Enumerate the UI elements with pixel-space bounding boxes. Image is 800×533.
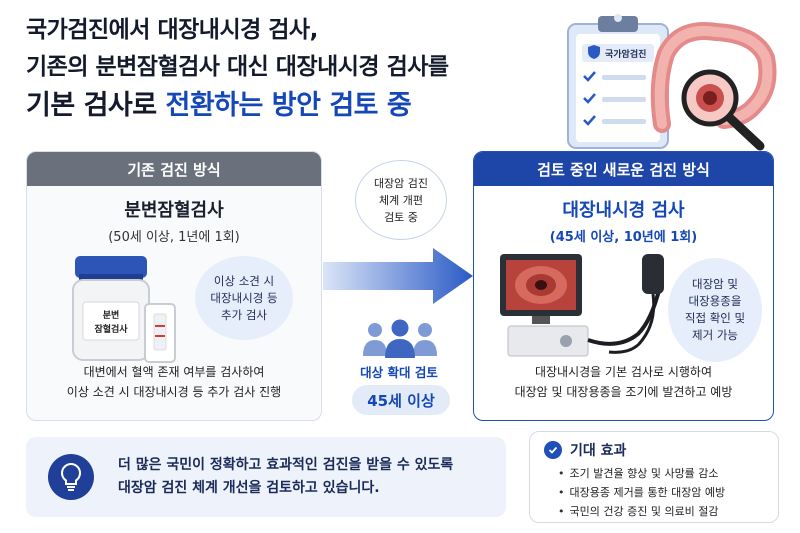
existing-method-title: 분변잠혈검사 xyxy=(124,200,224,221)
summary-text: 더 많은 국민이 정확하고 효과적인 검진을 받을 수 있도록 대장암 검진 체… xyxy=(118,454,453,500)
existing-desc-line-2: 이상 소견 시 대장내시경 등 추가 검사 진행 xyxy=(66,385,282,399)
expected-effects-list: 조기 발견율 향상 및 사망률 감소 대장용종 제거를 통한 대장암 예방 국민… xyxy=(558,464,764,521)
existing-bubble-line-1: 이상 소견 시 xyxy=(213,273,275,288)
existing-bubble-line-2: 대장내시경 등 xyxy=(210,290,278,305)
existing-desc-line-1: 대변에서 혈액 존재 여부를 검사하여 xyxy=(83,365,265,379)
title-line-2: 기존의 분변잠혈검사 대신 대장내시경 검사를 xyxy=(26,54,449,80)
title-line-1: 국가검진에서 대장내시경 검사, xyxy=(26,17,318,43)
endoscope-icon xyxy=(496,250,676,364)
people-group-icon xyxy=(357,318,443,362)
title-line-3: 기본 검사로 전환하는 방안 검토 중 xyxy=(26,86,546,126)
new-bubble-line-1: 대장암 및 xyxy=(692,277,738,291)
existing-method-description: 대변에서 혈액 존재 여부를 검사하여 이상 소견 시 대장내시경 등 추가 검… xyxy=(27,362,321,402)
list-item: 국민의 건강 증진 및 의료비 절감 xyxy=(558,502,764,521)
check-icon xyxy=(544,441,562,459)
page-title: 국가검진에서 대장내시경 검사, 기존의 분변잠혈검사 대신 대장내시경 검사를… xyxy=(26,12,546,126)
new-bubble-line-3: 직접 확인 및 xyxy=(684,311,746,325)
new-method-title: 대장내시경 검사 xyxy=(562,200,685,221)
expected-effects-box: 기대 효과 조기 발견율 향상 및 사망률 감소 대장용종 제거를 통한 대장암… xyxy=(529,431,779,523)
clipboard-label: 국가암검진 xyxy=(605,48,646,60)
new-bubble-line-2: 대장용종을 xyxy=(688,294,742,308)
clipboard-icon: 국가암검진 xyxy=(567,14,669,149)
transition-arrow-icon xyxy=(323,248,473,308)
hero-illustration: 국가암검진 xyxy=(550,6,790,156)
review-circle-line-2: 체계 개편 xyxy=(379,193,423,207)
review-circle-line-1: 대장암 검진 xyxy=(373,176,429,190)
summary-banner: 더 많은 국민이 정확하고 효과적인 검진을 받을 수 있도록 대장암 검진 체… xyxy=(26,437,506,517)
new-method-card: 검토 중인 새로운 검진 방식 대장내시경 검사 (45세 이상, 10년에 1… xyxy=(473,151,774,421)
colon-icon xyxy=(650,22,777,133)
new-desc-line-1: 대장내시경을 기본 검사로 시행하여 xyxy=(534,365,713,379)
existing-followup-bubble: 이상 소견 시 대장내시경 등 추가 검사 xyxy=(195,256,293,340)
title-line-3-plain: 기본 검사로 xyxy=(26,90,166,121)
expected-effects-title: 기대 효과 xyxy=(570,443,627,459)
existing-method-header: 기존 검진 방식 xyxy=(27,152,321,186)
review-status-circle: 대장암 검진 체계 개편 검토 중 xyxy=(355,160,447,240)
list-item: 대장용종 제거를 통한 대장암 예방 xyxy=(558,483,764,502)
expected-effects-header: 기대 효과 xyxy=(544,440,764,460)
new-method-subtitle: (45세 이상, 10년에 1회) xyxy=(549,230,698,245)
new-method-bubble: 대장암 및 대장용종을 직접 확인 및 제거 가능 xyxy=(668,258,762,362)
new-method-header: 검토 중인 새로운 검진 방식 xyxy=(474,152,773,186)
new-method-description: 대장내시경을 기본 검사로 시행하여 대장암 및 대장용종을 조기에 발견하고 … xyxy=(474,362,773,402)
list-item: 조기 발견율 향상 및 사망률 감소 xyxy=(558,464,764,483)
lightbulb-icon xyxy=(48,454,94,500)
existing-method-subtitle: (50세 이상, 1년에 1회) xyxy=(108,230,240,245)
summary-line-2: 대장암 검진 체계 개선을 검토하고 있습니다. xyxy=(118,480,380,496)
summary-line-1: 더 많은 국민이 정확하고 효과적인 검진을 받을 수 있도록 xyxy=(118,457,454,473)
new-desc-line-2: 대장암 및 대장용종을 조기에 발견하고 예방 xyxy=(514,385,733,399)
jar-label-line-1: 분변 xyxy=(103,309,120,321)
existing-method-card: 기존 검진 방식 분변잠혈검사 (50세 이상, 1년에 1회) 분변 잠혈검사… xyxy=(26,151,322,421)
jar-label-line-2: 잠혈검사 xyxy=(94,323,128,335)
title-line-3-highlight: 전환하는 방안 검토 중 xyxy=(165,90,412,121)
existing-bubble-line-3: 추가 검사 xyxy=(221,307,267,322)
new-bubble-line-4: 제거 가능 xyxy=(692,328,738,342)
magnifier-icon xyxy=(681,69,765,151)
target-expansion-label: 대상 확대 검토 xyxy=(360,365,438,380)
review-circle-line-3: 검토 중 xyxy=(384,210,418,224)
age-45-pill: 45세 이상 xyxy=(352,385,450,415)
stool-test-kit-icon: 분변 잠혈검사 xyxy=(67,256,197,370)
